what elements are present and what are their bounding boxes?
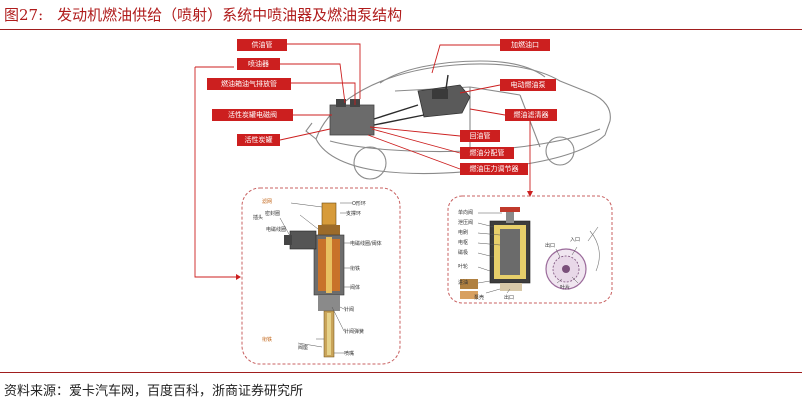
- label-intake: 入口: [570, 237, 580, 243]
- label-magnet-core: 衔铁: [262, 336, 272, 343]
- pump-frame: [447, 195, 613, 304]
- fuel-lines: [373, 74, 449, 126]
- label-solenoid-coil: 电磁线圈/阀体: [350, 240, 382, 247]
- figure-caption: 发动机燃油供给（喷射）系统中喷油器及燃油泵结构: [57, 6, 403, 24]
- bottom-rule: [0, 372, 802, 373]
- engine-block: [329, 99, 375, 136]
- injector-cutaway: [284, 202, 345, 358]
- label-distribution-pipe: 燃油分配管: [460, 147, 514, 159]
- label-mount-ring: 支撑环: [346, 210, 361, 217]
- label-fuel-filter: 燃油滤清器: [505, 109, 557, 121]
- label-outlet: 出口: [545, 242, 555, 249]
- label-adjust-sleeve: 针阀弹簧: [344, 328, 364, 335]
- top-rule: [0, 29, 802, 30]
- label-armature: 电枢: [458, 239, 468, 246]
- label-fuel-supply-pipe: 供油管: [237, 39, 287, 51]
- label-filler-cap: 加燃油口: [500, 39, 550, 51]
- figure-number: 图27:: [4, 6, 44, 24]
- fuel-tank: [417, 84, 471, 118]
- label-sealed-to-inner: 密封圈: [265, 210, 280, 217]
- injector-labels: 滤网 密封圈 插头 电磁线圈 O形环 支撑环 电磁线圈/阀体 衔铁 阀体 针阀 …: [253, 198, 382, 357]
- leader-lines: [194, 43, 531, 278]
- label-electric-pump: 电动燃油泵: [500, 79, 556, 91]
- label-housing: 泵壳: [474, 294, 484, 301]
- label-plunger: 衔铁: [350, 265, 360, 272]
- injector-frame: [241, 187, 401, 365]
- label-filter: 滤网: [262, 198, 272, 205]
- figure-title: 图27: 发动机燃油供给（喷射）系统中喷油器及燃油泵结构: [4, 4, 402, 25]
- label-impeller: 叶轮: [458, 263, 468, 270]
- label-spray-mouth: 喷嘴: [344, 350, 354, 357]
- label-o-ring: O形环: [352, 200, 366, 207]
- label-vane: 叶片: [560, 284, 570, 291]
- label-pump-outlet: 出口: [504, 294, 514, 301]
- label-pressure-regulator: 燃油压力调节器: [460, 163, 528, 175]
- fuel-system-diagram: 滤网 密封圈 插头 电磁线圈 O形环 支撑环 电磁线圈/阀体 衔铁 阀体 针阀 …: [0, 31, 802, 371]
- pump-labels: 单向阀 泄压阀 电刷 电枢 磁极 叶轮 进油 泵壳 出口 出口 入口 叶片: [458, 209, 580, 301]
- source-note: 资料来源：爱卡汽车网，百度百科，浙商证券研究所: [4, 384, 304, 399]
- label-valve-body: 阀体: [350, 284, 360, 291]
- label-injector: 喷油器: [237, 58, 280, 70]
- label-coil-piece: 电磁线圈: [266, 226, 286, 233]
- label-fuel-tank-vent: 燃油箱油气排放管: [207, 78, 291, 90]
- label-canister-solenoid: 活性炭罐电磁阀: [212, 109, 293, 121]
- label-inlet: 进油: [458, 279, 468, 286]
- label-canister: 活性炭罐: [237, 134, 280, 146]
- label-return-pipe: 回油管: [460, 130, 500, 142]
- label-pin-seat: 阀座: [298, 344, 308, 351]
- label-brush: 电刷: [458, 229, 468, 236]
- label-check-valve: 单向阀: [458, 209, 473, 216]
- label-magnet: 磁极: [458, 249, 468, 256]
- label-relief-valve: 泄压阀: [458, 219, 473, 226]
- pump-cutaway: [460, 207, 531, 299]
- label-needle-valve: 针阀: [344, 306, 354, 313]
- diagram-canvas: 滤网 密封圈 插头 电磁线圈 O形环 支撑环 电磁线圈/阀体 衔铁 阀体 针阀 …: [194, 43, 613, 365]
- label-connector: 插头: [253, 214, 263, 221]
- impeller-view: [545, 226, 600, 290]
